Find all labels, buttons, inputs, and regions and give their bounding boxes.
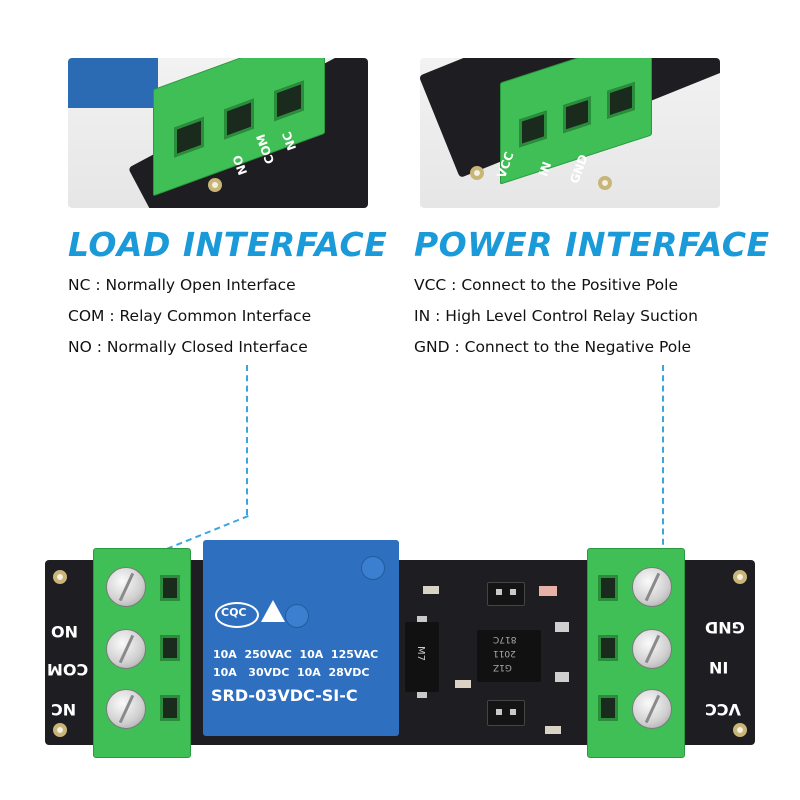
relay-brand: CQC	[221, 606, 247, 619]
board-label-gnd: GND	[705, 618, 745, 637]
terminal-wire-hole	[160, 635, 180, 661]
photo-terminal-hole	[607, 81, 635, 119]
terminal-screw-gnd	[632, 567, 672, 607]
smd-pad	[555, 672, 569, 682]
smd-resistor	[545, 726, 561, 734]
relay-model: SRD-03VDC-SI-C	[211, 686, 358, 705]
relay-dot	[361, 556, 385, 580]
smd-resistor	[455, 680, 471, 688]
relay-dot	[285, 604, 309, 628]
terminal-wire-hole	[598, 635, 618, 661]
power-description-vcc: VCC : Connect to the Positive Pole	[414, 276, 678, 294]
load-description-com: COM : Relay Common Interface	[68, 307, 312, 325]
board-label-nc: NC	[51, 700, 77, 719]
photo-terminal-hole	[519, 110, 547, 148]
relay-rating-line-1: 10A 250VAC 10A 125VAC	[213, 648, 379, 661]
photo-terminal-hole	[174, 116, 204, 158]
photo-relay-edge	[68, 58, 158, 108]
power-description-gnd: GND : Connect to the Negative Pole	[414, 338, 692, 356]
power-description-in: IN : High Level Control Relay Suction	[414, 307, 698, 325]
relay-module-board: NO COM NC GND IN VCC CQC 10A 250VAC 10A …	[45, 540, 755, 758]
terminal-screw-vcc	[632, 689, 672, 729]
load-interface-title: LOAD INTERFACE	[68, 225, 388, 264]
board-label-com: COM	[47, 660, 89, 679]
load-terminal-photo: NO COM NC	[68, 58, 368, 208]
jumper-header	[487, 582, 525, 606]
load-terminal-block	[93, 548, 191, 758]
load-description-no: NO : Normally Closed Interface	[68, 338, 308, 356]
power-terminal-photo: VCC IN GND	[420, 58, 720, 208]
load-description-nc: NC : Normally Open Interface	[68, 276, 296, 294]
mount-hole	[53, 723, 67, 737]
relay-cqc-logo	[215, 602, 259, 628]
terminal-wire-hole	[598, 695, 618, 721]
terminal-screw-com	[106, 629, 146, 669]
mount-hole	[733, 723, 747, 737]
opto-label-c: G1Z	[493, 662, 512, 672]
opto-label-b: 2011	[493, 648, 516, 658]
board-label-vcc: VCC	[705, 700, 741, 719]
board-label-in: IN	[709, 658, 729, 677]
smd-resistor	[423, 586, 439, 594]
board-label-no: NO	[51, 622, 78, 641]
photo-mount-hole	[598, 176, 612, 190]
mount-hole	[53, 570, 67, 584]
load-connector-line	[246, 365, 248, 515]
terminal-wire-hole	[598, 575, 618, 601]
opto-label-a: 817C	[493, 634, 517, 644]
terminal-wire-hole	[160, 575, 180, 601]
optocoupler-chip: 817C 2011 G1Z	[477, 630, 541, 682]
photo-mount-hole	[208, 178, 222, 192]
transistor-component	[487, 700, 525, 726]
photo-terminal-hole	[563, 96, 591, 134]
load-description-list: NC : Normally Open Interface COM : Relay…	[68, 270, 311, 363]
power-connector-line	[662, 365, 664, 555]
smd-pad	[555, 622, 569, 632]
terminal-screw-nc	[106, 689, 146, 729]
terminal-screw-no	[106, 567, 146, 607]
relay-component: CQC 10A 250VAC 10A 125VAC 10A 30VDC 10A …	[203, 540, 399, 736]
diode-component: M7	[405, 616, 439, 698]
power-description-list: VCC : Connect to the Positive Pole IN : …	[414, 270, 698, 363]
photo-terminal-hole	[274, 80, 304, 122]
photo-terminal-hole	[224, 98, 254, 140]
diode-label: M7	[415, 646, 426, 661]
warning-triangle-icon	[261, 600, 285, 622]
power-interface-title: POWER INTERFACE	[414, 225, 770, 264]
terminal-screw-in	[632, 629, 672, 669]
terminal-wire-hole	[160, 695, 180, 721]
photo-mount-hole	[470, 166, 484, 180]
mount-hole	[733, 570, 747, 584]
relay-rating-line-2: 10A 30VDC 10A 28VDC	[213, 666, 370, 679]
power-terminal-block	[587, 548, 685, 758]
led-indicator	[539, 586, 557, 596]
